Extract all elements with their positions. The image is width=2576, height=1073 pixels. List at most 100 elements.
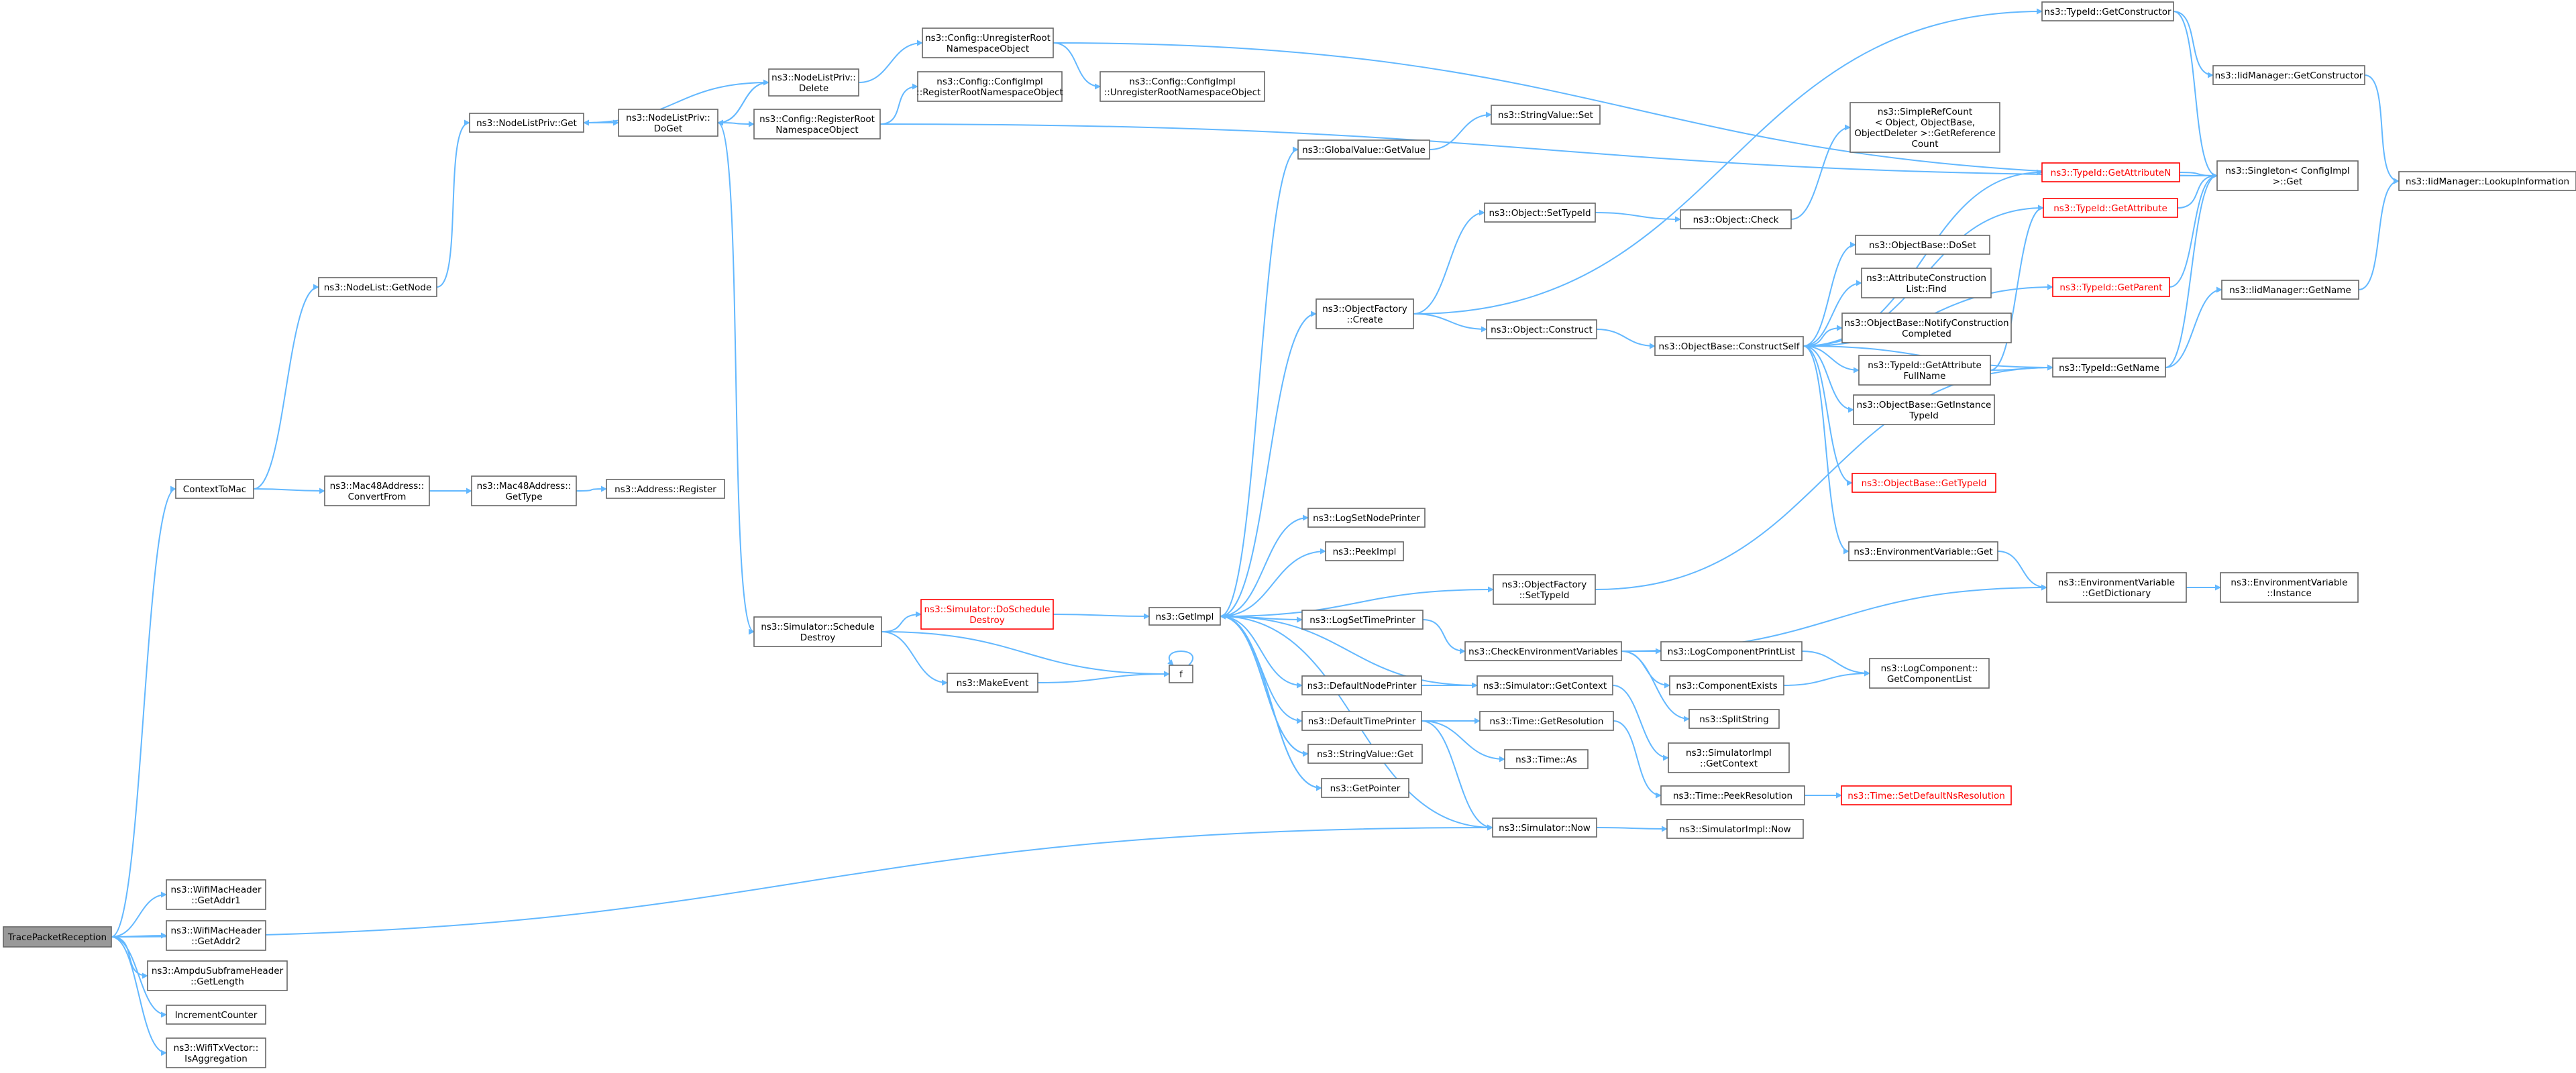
node-ofst[interactable]: ns3::ObjectFactory::SetTypeId: [1493, 574, 1596, 605]
node-box: [917, 71, 1063, 102]
node-evg[interactable]: ns3::EnvironmentVariable::Get: [1848, 541, 1998, 561]
node-dnp[interactable]: ns3::DefaultNodePrinter: [1301, 675, 1422, 695]
node-ost[interactable]: ns3::Object::SetTypeId: [1484, 203, 1596, 223]
edge-me-to-f: [1037, 671, 1170, 683]
node-och[interactable]: ns3::Object::Check: [1680, 209, 1792, 229]
node-evi[interactable]: ns3::EnvironmentVariable::Instance: [2220, 572, 2359, 603]
edge-nlpd-to-nlpg: [583, 82, 769, 126]
node-ss[interactable]: ns3::SplitString: [1688, 709, 1780, 729]
node-label-line: ns3::AmpduSubframeHeader: [152, 966, 284, 976]
node-tgn[interactable]: ns3::TypeId::GetName: [2052, 357, 2166, 378]
node-ctm[interactable]: ContextToMac: [175, 479, 254, 499]
node-nlpd[interactable]: ns3::NodeListPriv::Delete: [768, 68, 859, 97]
node-sg[interactable]: ns3::Singleton< ConfigImpl>::Get: [2216, 160, 2359, 191]
node-label-line: ns3::AttributeConstruction: [1866, 273, 1986, 284]
node-obcs[interactable]: ns3::ObjectBase::ConstructSelf: [1654, 336, 1804, 356]
node-label-line: Destroy: [800, 632, 836, 643]
node-label-line: ns3::Object::Check: [1693, 215, 1779, 225]
node-nlpdg[interactable]: ns3::NodeListPriv::DoGet: [618, 109, 718, 137]
node-label-line: ns3::Object::SetTypeId: [1489, 208, 1591, 219]
node-mgt[interactable]: ns3::Mac48Address::GetType: [471, 475, 577, 506]
node-cur[interactable]: ns3::Config::UnregisterRootNamespaceObje…: [922, 27, 1054, 58]
node-asgl[interactable]: ns3::AmpduSubframeHeader::GetLength: [147, 960, 288, 991]
edge-nlpd-to-nlpdg: [717, 82, 769, 126]
node-svs[interactable]: ns3::StringValue::Set: [1491, 105, 1601, 125]
edge-tpr-to-ctm: [111, 486, 176, 938]
node-tsdnr[interactable]: ns3::Time::SetDefaultNsResolution: [1841, 785, 2012, 805]
node-nlpg[interactable]: ns3::NodeListPriv::Get: [469, 113, 584, 133]
node-tga[interactable]: ns3::TypeId::GetAttribute: [2043, 198, 2178, 218]
node-me[interactable]: ns3::MakeEvent: [947, 673, 1038, 693]
node-tgan[interactable]: ns3::TypeId::GetAttributeN: [2041, 162, 2180, 182]
node-box: [318, 277, 437, 297]
edge-lstp-to-cev: [1422, 619, 1466, 655]
edge-obcs-to-tgafn: [1803, 345, 1860, 374]
node-obgt[interactable]: ns3::ObjectBase::GetTypeId: [1851, 473, 1996, 493]
node-tpr2[interactable]: ns3::Time::PeekResolution: [1660, 785, 1805, 805]
node-f[interactable]: f: [1169, 665, 1193, 683]
node-areg[interactable]: ns3::Address::Register: [606, 479, 725, 499]
node-wga1[interactable]: ns3::WifiMacHeader::GetAddr1: [166, 879, 266, 910]
node-label-line: ns3::ObjectBase::ConstructSelf: [1659, 341, 1801, 352]
node-imli[interactable]: ns3::IidManager::LookupInformation: [2398, 171, 2576, 191]
node-src[interactable]: ns3::SimpleRefCount< Object, ObjectBase,…: [1849, 102, 2000, 153]
node-label-line: DoGet: [654, 123, 683, 134]
node-box: [1851, 473, 1996, 493]
node-box: [753, 109, 881, 139]
node-wtv[interactable]: ns3::WifiTxVector::IsAggregation: [166, 1037, 266, 1068]
node-label-line: ns3::TypeId::GetName: [2059, 363, 2159, 374]
node-ccirr[interactable]: ns3::Config::ConfigImpl::RegisterRootNam…: [916, 71, 1063, 102]
node-gvg[interactable]: ns3::GlobalValue::GetValue: [1297, 139, 1430, 160]
node-tgr[interactable]: ns3::Time::GetResolution: [1479, 711, 1614, 731]
node-lcpl[interactable]: ns3::LogComponentPrintList: [1660, 641, 1803, 661]
node-dtp[interactable]: ns3::DefaultTimePrinter: [1301, 711, 1422, 731]
node-label-line: ns3::EnvironmentVariable: [2231, 577, 2347, 588]
node-tgp[interactable]: ns3::TypeId::GetParent: [2052, 277, 2170, 297]
node-svg[interactable]: ns3::StringValue::Get: [1307, 744, 1423, 764]
node-wga2[interactable]: ns3::WifiMacHeader::GetAddr2: [166, 920, 266, 951]
node-obds[interactable]: ns3::ObjectBase::DoSet: [1855, 235, 1990, 255]
node-cev[interactable]: ns3::CheckEnvironmentVariables: [1464, 641, 1622, 661]
node-pi[interactable]: ns3::PeekImpl: [1325, 541, 1404, 561]
node-tgc[interactable]: ns3::TypeId::GetConstructor: [2041, 1, 2174, 21]
node-siegc[interactable]: ns3::SimulatorImpl::GetContext: [1668, 742, 1790, 773]
node-oc[interactable]: ns3::Object::Construct: [1486, 319, 1597, 339]
node-imgn[interactable]: ns3::IidManager::GetName: [2221, 280, 2359, 300]
node-box: [1680, 209, 1792, 229]
node-obnc[interactable]: ns3::ObjectBase::NotifyConstructionCompl…: [1841, 313, 2012, 343]
node-imgc[interactable]: ns3::IidManager::GetConstructor: [2212, 65, 2365, 85]
node-lsnp[interactable]: ns3::LogSetNodePrinter: [1307, 508, 1426, 528]
edge-ofc-to-oc: [1413, 313, 1487, 333]
node-ofc[interactable]: ns3::ObjectFactory::Create: [1316, 298, 1414, 329]
node-ta[interactable]: ns3::Time::As: [1504, 749, 1589, 769]
node-sn[interactable]: ns3::Simulator::Now: [1492, 817, 1597, 838]
node-lcgcl[interactable]: ns3::LogComponent::GetComponentList: [1869, 658, 1990, 689]
edge-obcs-to-obnc: [1803, 325, 1843, 347]
node-sgc[interactable]: ns3::Simulator::GetContext: [1477, 675, 1613, 695]
node-ce[interactable]: ns3::ComponentExists: [1669, 675, 1784, 695]
node-gp[interactable]: ns3::GetPointer: [1321, 778, 1409, 798]
node-box: [1504, 749, 1589, 769]
node-label-line: ns3::TypeId::GetAttribute: [1868, 360, 1982, 371]
node-label-line: NamespaceObject: [947, 44, 1029, 54]
node-label-line: ns3::DefaultTimePrinter: [1308, 716, 1416, 727]
node-crr[interactable]: ns3::Config::RegisterRootNamespaceObject: [753, 109, 881, 139]
node-lstp[interactable]: ns3::LogSetTimePrinter: [1301, 610, 1424, 630]
node-evgd[interactable]: ns3::EnvironmentVariable::GetDictionary: [2046, 572, 2187, 603]
node-gi[interactable]: ns3::GetImpl: [1148, 607, 1221, 626]
node-nlgn[interactable]: ns3::NodeList::GetNode: [318, 277, 437, 297]
node-tpr[interactable]: TracePacketReception: [3, 926, 112, 948]
node-ic[interactable]: IncrementCounter: [166, 1005, 266, 1025]
node-label-line: ns3::NodeListPriv::Get: [476, 118, 577, 129]
node-label-line: ns3::Config::ConfigImpl: [1129, 76, 1235, 87]
node-box: [1869, 658, 1990, 689]
node-mcf[interactable]: ns3::Mac48Address::ConvertFrom: [324, 475, 430, 506]
node-sin[interactable]: ns3::SimulatorImpl::Now: [1666, 819, 1804, 839]
node-cciur[interactable]: ns3::Config::ConfigImpl::UnregisterRootN…: [1099, 71, 1265, 102]
node-box: [1861, 268, 1992, 298]
